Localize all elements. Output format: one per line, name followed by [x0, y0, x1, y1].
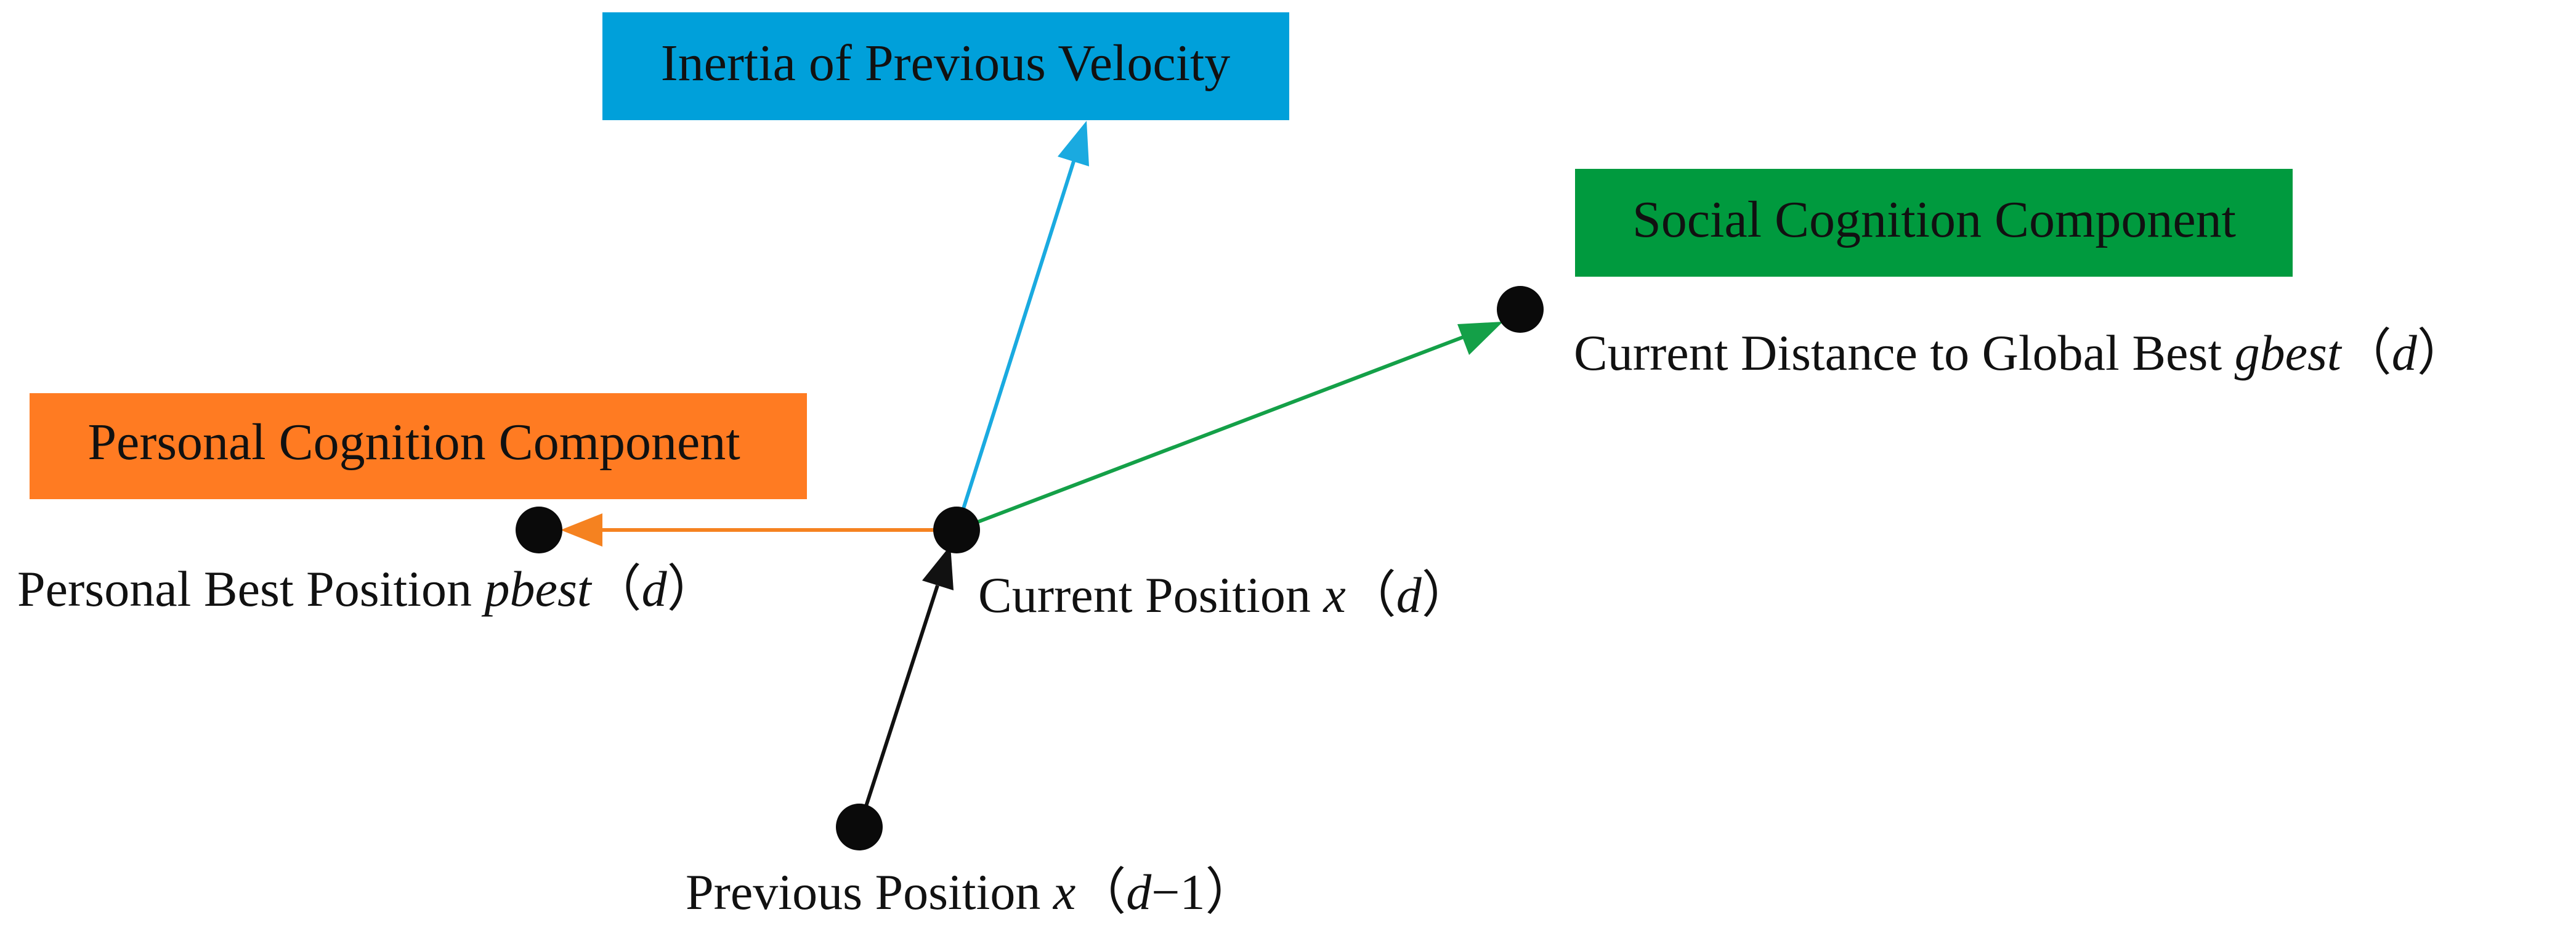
personal-best-label-text: Personal Best Position — [17, 561, 485, 617]
social-arrow — [955, 322, 1503, 532]
previous-position-minus: − — [1151, 864, 1180, 920]
previous-arrow-head — [922, 545, 954, 590]
current-position-var: x — [1322, 567, 1345, 623]
personal-arrow — [561, 513, 957, 547]
personal-arrow-head — [561, 513, 602, 547]
social-box: Social Cognition Component — [1575, 169, 2293, 277]
previous-arrow — [857, 545, 954, 828]
previous-arrow-shaft — [857, 585, 939, 828]
global-best-label: Current Distance to Global Best gbest（d） — [1574, 325, 2468, 381]
personal-best-paren-open: （ — [591, 561, 642, 617]
personal-best-label: Personal Best Position pbest（d） — [17, 561, 718, 617]
inertia-box-rect — [602, 12, 1289, 120]
personal-best-paren-close: ） — [667, 561, 718, 617]
previous-position-label: Previous Position x（d−1） — [686, 864, 1256, 920]
global-best-label-text: Current Distance to Global Best — [1574, 325, 2235, 381]
previous-position-one: 1 — [1180, 864, 1205, 920]
global-best-arg: d — [2392, 325, 2418, 381]
inertia-box-label: Inertia of Previous Velocity — [661, 35, 1231, 92]
personal-box-label: Personal Cognition Component — [87, 414, 740, 471]
inertia-arrow — [955, 121, 1089, 531]
personal-box-rect — [30, 393, 807, 499]
global-best-dot — [1497, 286, 1544, 333]
current-position-label-text: Current Position — [978, 567, 1323, 623]
current-position-dot — [933, 507, 980, 553]
previous-position-arg: d — [1126, 864, 1152, 920]
global-best-paren-open: （ — [2341, 325, 2392, 381]
current-position-paren-open: （ — [1346, 567, 1396, 623]
inertia-box: Inertia of Previous Velocity — [602, 12, 1289, 120]
current-position-paren-close: ） — [1422, 567, 1472, 623]
social-box-rect — [1575, 169, 2293, 277]
social-arrow-shaft — [955, 335, 1466, 532]
personal-best-dot — [516, 507, 562, 553]
previous-position-dot — [836, 804, 883, 850]
social-box-label: Social Cognition Component — [1632, 191, 2236, 248]
social-arrow-head — [1457, 322, 1503, 355]
previous-position-paren-open: （ — [1075, 864, 1126, 920]
previous-position-var: x — [1053, 864, 1075, 920]
inertia-arrow-shaft — [955, 161, 1075, 531]
previous-position-label-text: Previous Position — [686, 864, 1053, 920]
global-best-var: gbest — [2235, 325, 2343, 381]
current-position-label: Current Position x（d） — [978, 567, 1472, 623]
inertia-arrow-head — [1058, 121, 1089, 166]
personal-best-arg: d — [642, 561, 668, 617]
global-best-paren-close: ） — [2417, 325, 2468, 381]
personal-box: Personal Cognition Component — [30, 393, 807, 499]
personal-best-var: pbest — [482, 561, 593, 617]
current-position-arg: d — [1396, 567, 1422, 623]
previous-position-paren-close: ） — [1205, 864, 1256, 920]
